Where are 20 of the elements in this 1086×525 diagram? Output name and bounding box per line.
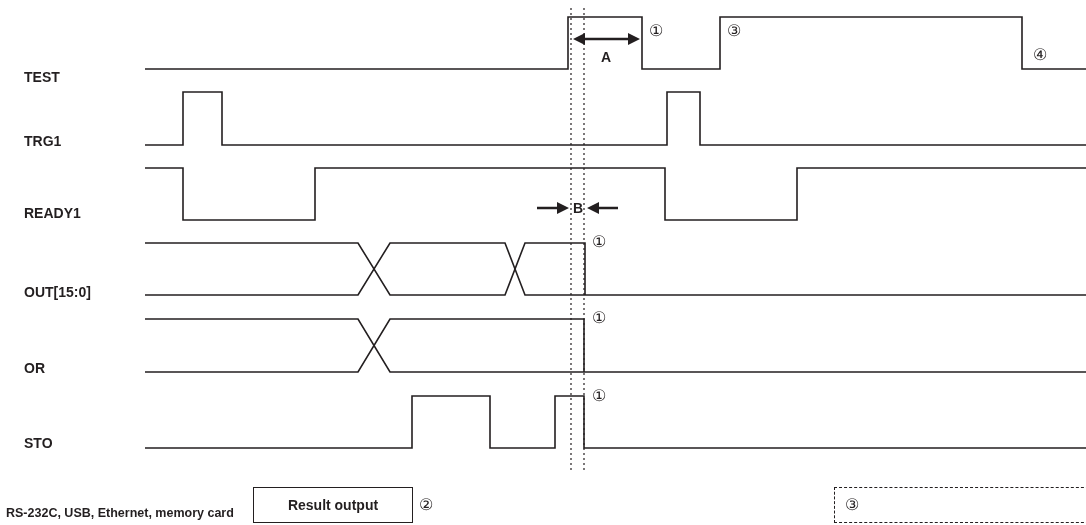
signal-name: OR <box>24 361 45 375</box>
callout-number: ④ <box>1033 47 1047 63</box>
callout-number: ① <box>592 234 606 250</box>
callout-number: ① <box>649 23 663 39</box>
signal-name: OUT[15:0] <box>24 285 91 299</box>
callout-number: ① <box>592 310 606 326</box>
callout-number: ① <box>592 388 606 404</box>
callout-number: ② <box>419 497 433 513</box>
dashed-box <box>834 487 1086 523</box>
process-box <box>253 487 413 523</box>
signal-name: TEST <box>24 70 60 84</box>
dimension-label: A <box>600 50 612 64</box>
interface-list: RS-232C, USB, Ethernet, memory card <box>6 506 234 520</box>
dimension-label: B <box>572 201 584 215</box>
signal-name: READY1 <box>24 206 81 220</box>
callout-number: ③ <box>727 23 741 39</box>
box-label: Result output <box>287 498 379 512</box>
callout-number: ③ <box>845 497 859 513</box>
signal-name: TRG1 <box>24 134 62 148</box>
signal-name: STO <box>24 436 53 450</box>
